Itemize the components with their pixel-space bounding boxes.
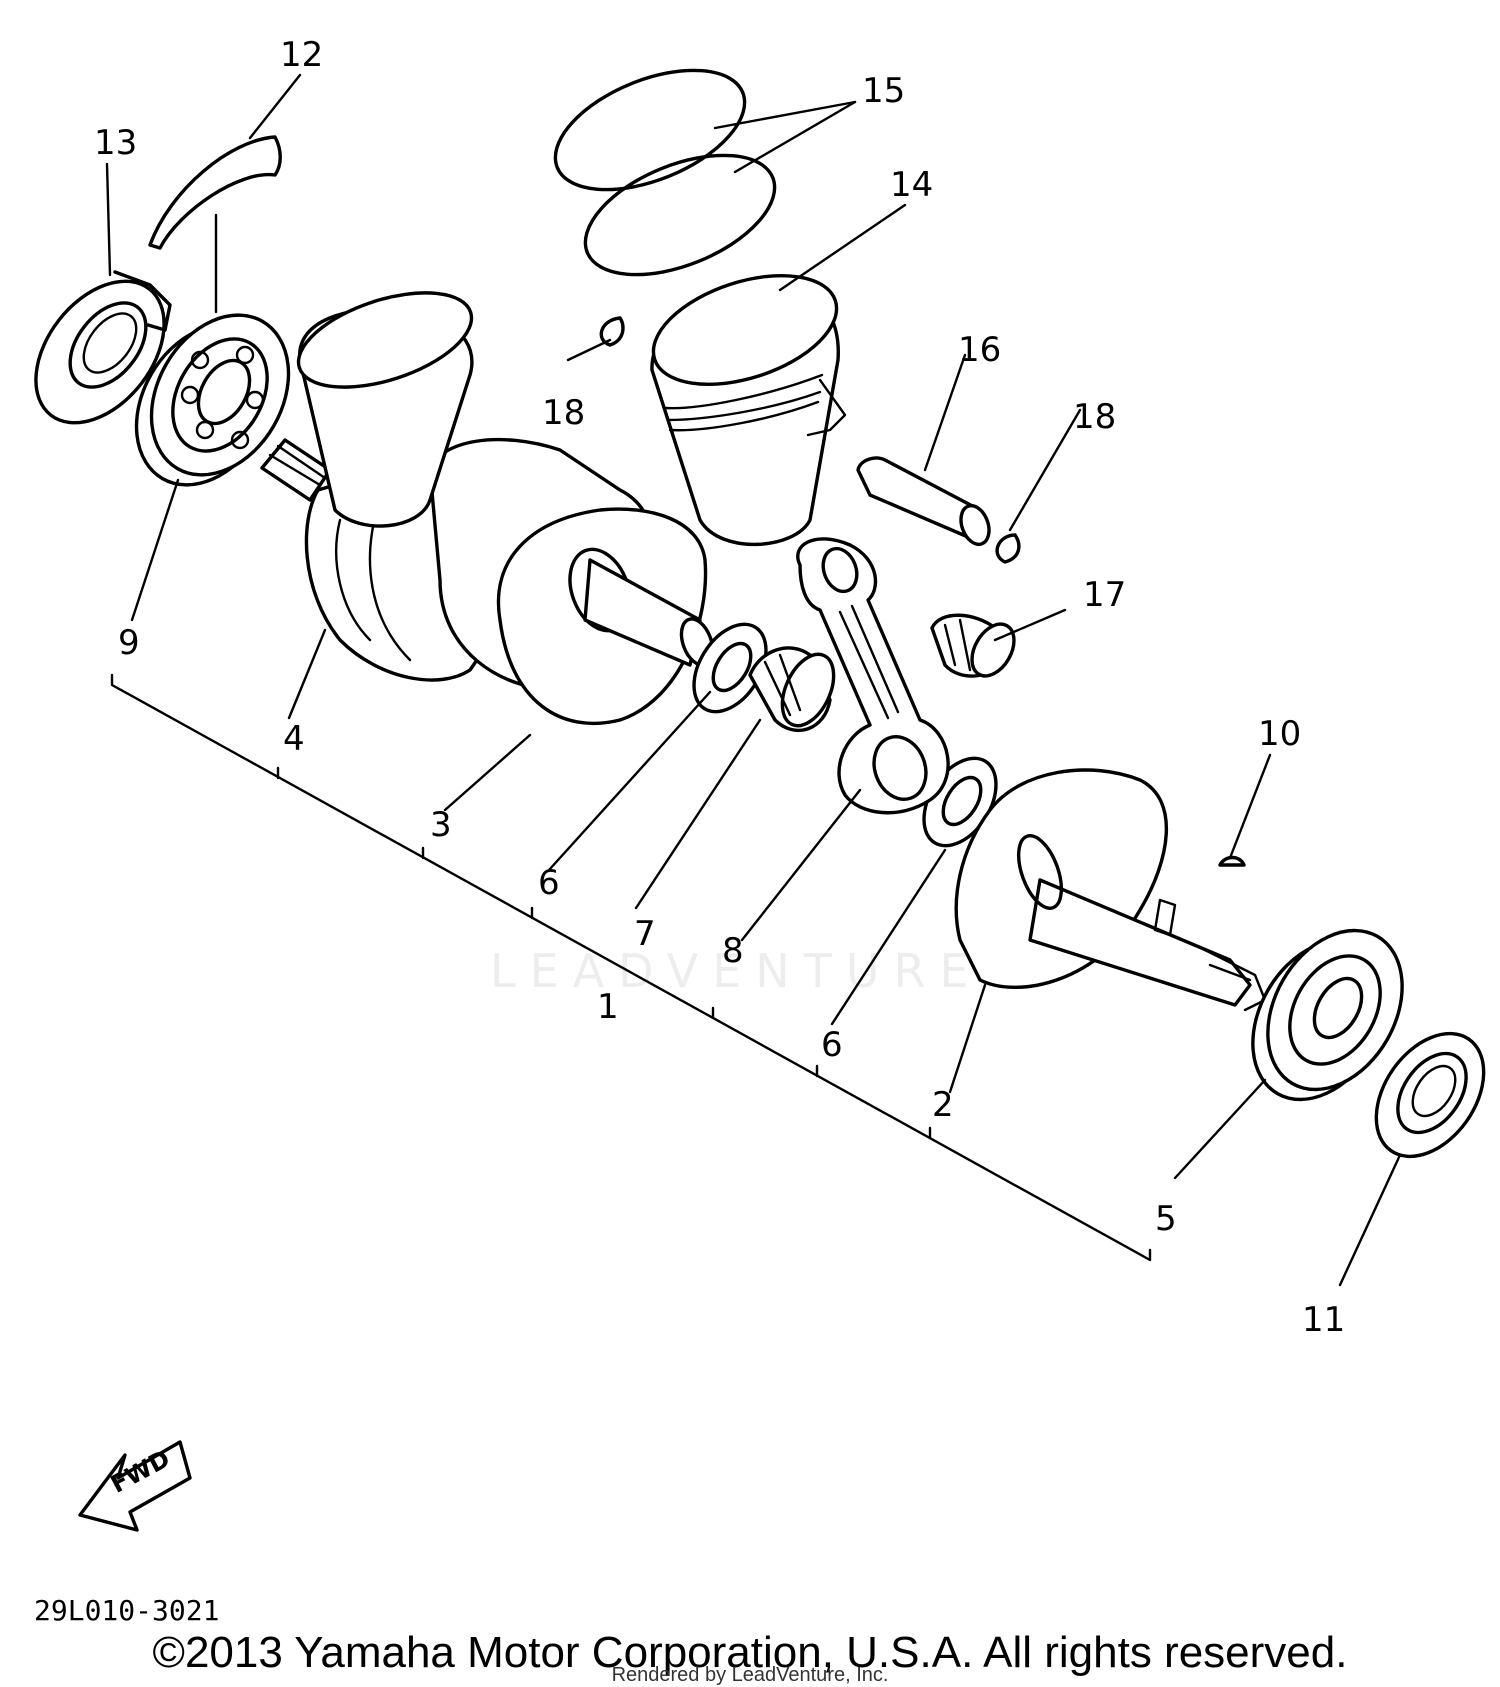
- callout-10: 10: [1258, 714, 1302, 754]
- piston-rings: [553, 68, 777, 277]
- callout-7: 7: [634, 914, 656, 954]
- callout-6b: 6: [821, 1025, 843, 1065]
- callout-4: 4: [283, 719, 305, 759]
- watermark: LEADVENTURE: [490, 944, 983, 998]
- leader-lines: [105, 73, 1402, 1287]
- copyright-notice: ©2013 Yamaha Motor Corporation, U.S.A. A…: [152, 1628, 1348, 1677]
- bearing-right: [1251, 928, 1404, 1102]
- woodruff-key: [1218, 855, 1246, 867]
- callout-17: 17: [1083, 575, 1127, 615]
- crank-web-center: [428, 437, 715, 726]
- callout-15: 15: [862, 71, 906, 111]
- crank-half-right: [954, 768, 1267, 1012]
- callout-9: 9: [118, 623, 140, 663]
- callout-5: 5: [1155, 1199, 1177, 1239]
- oil-seal-right: [1374, 1031, 1486, 1159]
- callout-1: 1: [597, 987, 619, 1027]
- small-end-bearing: [930, 613, 1016, 678]
- callout-18: 18: [542, 393, 586, 433]
- callout-13: 13: [94, 123, 138, 163]
- connecting-rod: [796, 537, 950, 815]
- callout-18b: 18: [1073, 397, 1117, 437]
- callout-8: 8: [722, 931, 744, 971]
- callout-2: 2: [932, 1085, 954, 1125]
- callout-14: 14: [890, 165, 934, 205]
- rendered-by-credit: Rendered by LeadVenture, Inc.: [611, 1664, 889, 1686]
- assembly-bracket: [110, 673, 1152, 1262]
- pin-circlip-left: [599, 316, 625, 347]
- callout-16: 16: [958, 330, 1002, 370]
- piston: [650, 274, 847, 547]
- pin-circlip-right: [995, 533, 1021, 564]
- callout-11: 11: [1302, 1300, 1346, 1340]
- callout-3: 3: [430, 805, 452, 845]
- bearing-left: [134, 313, 291, 487]
- piston-ghost: [296, 291, 474, 528]
- callout-6: 6: [538, 863, 560, 903]
- fwd-arrow-icon: [78, 1440, 192, 1532]
- needle-bearing-7: [748, 646, 836, 732]
- callout-12: 12: [280, 35, 324, 75]
- piston-pin: [856, 456, 991, 547]
- circlip-12: [148, 135, 282, 250]
- oil-seal-left: [34, 270, 172, 425]
- diagram-code: 29L010-3021: [34, 1594, 220, 1627]
